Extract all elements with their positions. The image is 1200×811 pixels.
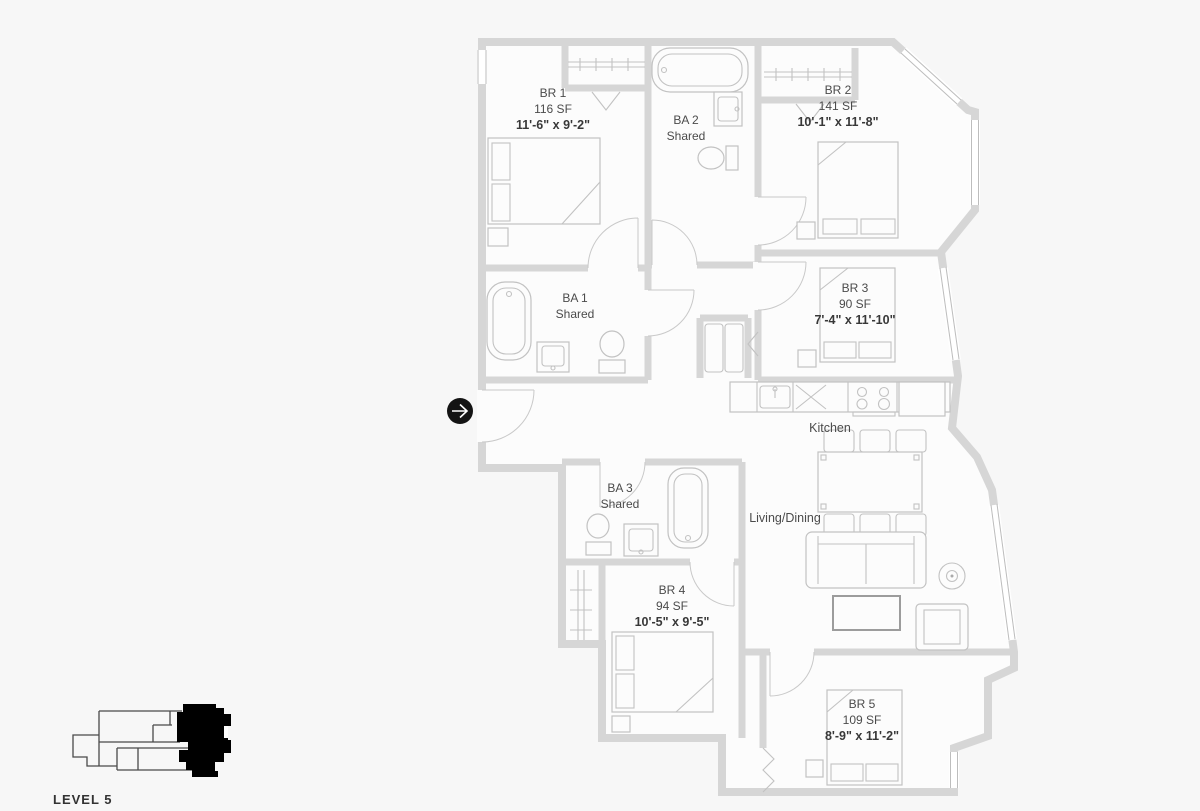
room-name: BR 3 [842,281,869,295]
windows [477,47,1017,788]
bed-icon [797,267,896,368]
room-dims: 10'-1" x 11'-8" [797,115,878,129]
bed-icon [487,137,601,247]
kitchen-counter [729,381,951,417]
closet-icon [762,747,775,793]
room-name: BA 1 [562,291,588,305]
room-area: 109 SF [843,713,882,727]
bed-icon [805,689,903,786]
room-label-living: Living/Dining [749,511,821,525]
room-area: 90 SF [839,297,871,311]
room-label-kitchen: Kitchen [809,421,851,435]
bed-icon [611,631,714,733]
coffee-table-icon [832,595,901,631]
entry-arrow-icon [447,398,473,424]
room-area: 141 SF [819,99,858,113]
closet-icon [561,42,648,111]
room-area: 116 SF [534,102,572,116]
toilet-icon [585,513,612,556]
room-label-br1: BR 1 116 SF 11'-6" x 9'-2" [516,86,590,132]
room-label-ba2: BA 2 Shared [667,113,706,143]
room-area: Shared [601,497,640,511]
closet-icon [760,48,859,123]
room-name: BA 3 [607,481,633,495]
room-name: BR 1 [540,86,567,100]
stove-icon [852,386,896,417]
room-name: BR 4 [659,583,686,597]
room-label-ba3: BA 3 Shared [601,481,640,511]
room-name: BA 2 [673,113,699,127]
room-label-ba1: BA 1 Shared [556,291,595,321]
room-name: BR 5 [849,697,876,711]
toilet-icon [598,330,626,374]
door-swings [481,196,815,697]
armchair-icon [915,603,969,651]
room-label-br2: BR 2 141 SF 10'-1" x 11'-8" [797,83,878,129]
room-dims: 11'-6" x 9'-2" [516,118,590,132]
room-name: BR 2 [825,83,852,97]
level-label: LEVEL 5 [53,792,113,807]
dishwasher-icon [795,384,827,410]
unit-location-highlight [177,704,231,777]
room-label-br5: BR 5 109 SF 8'-9" x 11'-2" [825,697,899,743]
room-dims: 8'-9" x 11'-2" [825,729,899,743]
floor-lamp-icon [938,562,966,590]
room-dims: 7'-4" x 11'-10" [814,313,895,327]
fridge-icon [898,381,946,417]
sink-icon [536,341,570,373]
toilet-icon [697,145,739,171]
room-name: Living/Dining [749,511,821,525]
room-area: Shared [556,307,595,321]
beds [487,137,903,786]
room-label-br3: BR 3 90 SF 7'-4" x 11'-10" [814,281,895,327]
bathtub-icon [486,281,532,361]
closets [561,42,859,793]
room-area: Shared [667,129,706,143]
room-dims: 10'-5" x 9'-5" [635,615,710,629]
sofa-icon [805,531,927,589]
bathtub-icon [651,47,749,93]
room-name: Kitchen [809,421,851,435]
room-labels: BR 1 116 SF 11'-6" x 9'-2" BA 2 Shared B… [516,83,899,743]
sink-icon [623,523,659,557]
sink-icon [713,91,743,127]
unit-highlight-notch [224,726,228,738]
room-label-br4: BR 4 94 SF 10'-5" x 9'-5" [635,583,710,629]
bathtub-icon [667,467,709,549]
room-area: 94 SF [656,599,688,613]
door-openings [477,197,814,657]
bed-icon [796,141,899,240]
closet-icon [570,570,592,640]
closet-icon [696,314,759,378]
key-plan: LEVEL 5 [53,704,231,807]
bath-fixtures [486,47,749,557]
living-furniture [805,429,969,651]
kitchen-sink-icon [759,385,791,409]
